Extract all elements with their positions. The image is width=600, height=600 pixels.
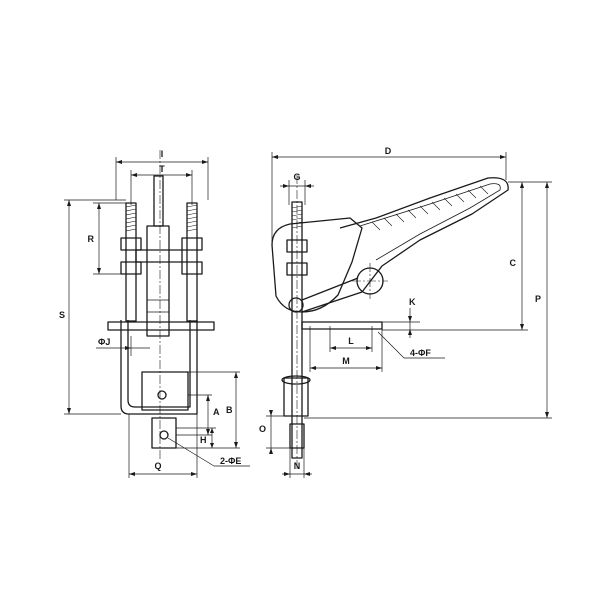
dim-label-E: 2-ΦE	[220, 456, 241, 466]
dim-label-H: H	[200, 435, 207, 445]
leader-F	[377, 331, 405, 359]
dim-label-O: O	[259, 424, 266, 434]
side-handle-inner	[359, 183, 501, 261]
dim-label-G: G	[293, 172, 300, 182]
dim-label-R: R	[88, 234, 95, 244]
front-base-hole-lower	[159, 430, 169, 440]
front-base-plate	[141, 371, 189, 411]
front-left-nut	[120, 237, 142, 251]
dim-label-S: S	[59, 310, 65, 320]
side-pivot-lower	[288, 297, 304, 313]
dim-label-Q: Q	[154, 461, 161, 471]
front-right-stud-thread	[186, 204, 198, 232]
front-center-shaft	[153, 175, 164, 227]
front-view: I T R S ΦJ A	[59, 149, 250, 478]
side-handle	[339, 177, 509, 293]
side-handle-hatch	[371, 185, 489, 231]
front-bracket-inner	[127, 320, 191, 408]
side-spindle-pad	[281, 375, 311, 385]
front-left-stud-thread	[125, 204, 137, 232]
dim-label-P: P	[535, 294, 541, 304]
dim-label-B: B	[226, 405, 233, 415]
dim-label-I: I	[161, 149, 164, 159]
side-view: D G C P K L	[259, 146, 552, 478]
front-lower-tab	[151, 417, 177, 449]
dim-label-F: 4-ΦF	[410, 348, 431, 358]
side-mounting-flange	[301, 321, 383, 330]
dim-label-J: ΦJ	[98, 337, 110, 347]
front-left-nut	[120, 261, 142, 275]
front-mounting-flange	[107, 321, 215, 331]
front-base-hole-upper	[157, 390, 167, 400]
front-right-nut	[181, 261, 203, 275]
dim-label-N: N	[294, 461, 301, 471]
side-linkage	[301, 277, 363, 313]
front-plunger-body	[146, 225, 170, 337]
side-spindle	[283, 377, 309, 417]
leader-E	[167, 437, 215, 467]
dim-label-T: T	[159, 164, 165, 174]
dim-label-M: M	[342, 356, 350, 366]
side-body	[271, 217, 363, 313]
dim-label-K: K	[409, 297, 416, 307]
dim-label-D: D	[385, 146, 392, 156]
dim-label-A: A	[213, 407, 220, 417]
front-bracket-outer	[120, 320, 198, 415]
dim-label-C: C	[510, 258, 517, 268]
front-right-nut	[181, 237, 203, 251]
dim-label-L: L	[348, 336, 354, 346]
front-crossbar	[135, 249, 183, 263]
